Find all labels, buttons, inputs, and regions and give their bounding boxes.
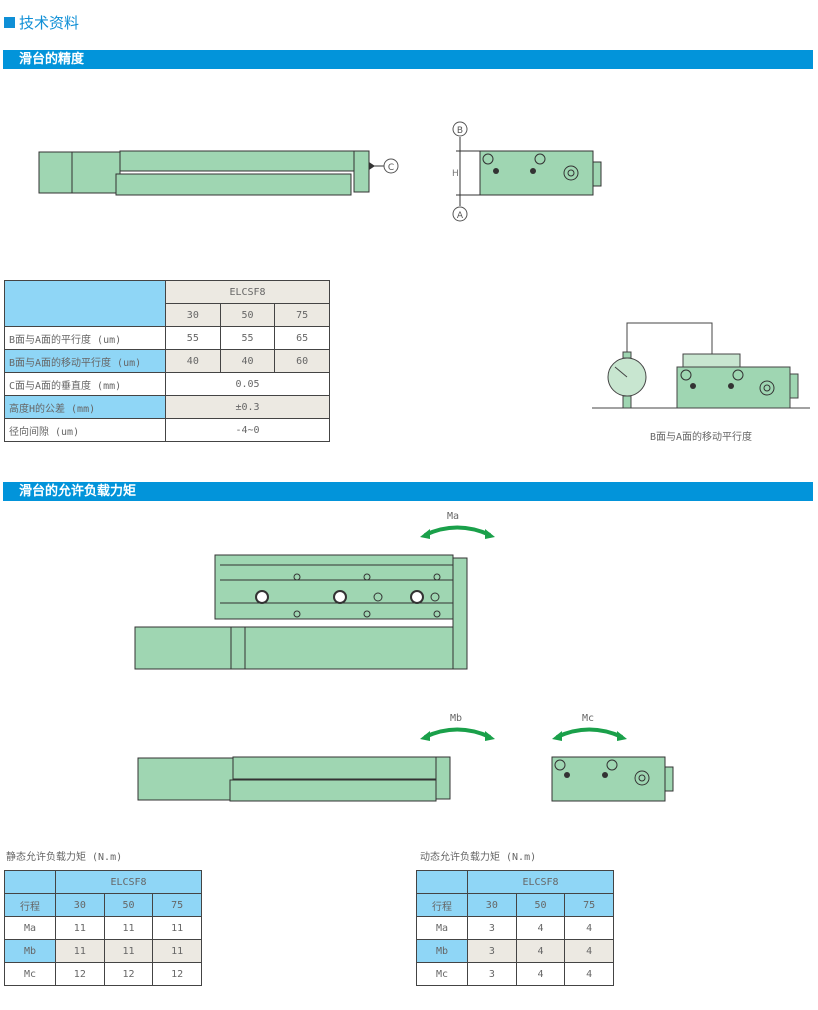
cell: 4 [515, 939, 566, 963]
table-row: Mc 3 4 4 [416, 962, 614, 986]
table-corner [416, 870, 468, 894]
row-label: 高度H的公差 (mm) [4, 395, 166, 419]
cell: 11 [152, 939, 202, 963]
cell: 4 [515, 916, 566, 940]
section-header-moment: 滑台的允许负载力矩 [3, 482, 813, 501]
stroke-header: 30 [467, 893, 517, 917]
table-row: B面与A面的平行度 (um) 55 55 65 [4, 326, 330, 350]
stroke-header: 50 [515, 893, 566, 917]
ma-label: Ma [447, 511, 460, 522]
row-label: B面与A面的平行度 (um) [4, 326, 166, 350]
stroke-header: 30 [55, 893, 105, 917]
table-row: Ma 3 4 4 [416, 916, 614, 940]
cell: 11 [152, 916, 202, 940]
c-surface-label: C [388, 163, 394, 173]
cell: 40 [219, 349, 276, 373]
row-label: Ma [4, 916, 56, 940]
row-label: Mc [416, 962, 468, 986]
model-header: ELCSF8 [165, 280, 330, 304]
stroke-header: 50 [103, 893, 154, 917]
cell: 4 [515, 962, 566, 986]
table-row: 高度H的公差 (mm) ±0.3 [4, 395, 330, 419]
mc-arrow-icon [552, 727, 627, 741]
cell: 40 [165, 349, 221, 373]
slide-end-view-diagram-2 [551, 756, 674, 802]
table-corner [4, 870, 56, 894]
ma-arrow-icon [420, 525, 495, 539]
row-label: C面与A面的垂直度 (mm) [4, 372, 166, 396]
slide-side-view-diagram-2 [137, 756, 451, 802]
model-header: ELCSF8 [467, 870, 614, 894]
dynamic-table-caption: 动态允许负载力矩 (N.m) [420, 852, 537, 863]
row-label: Mb [4, 939, 56, 963]
cell: 3 [467, 916, 517, 940]
stroke-header: 50 [219, 303, 276, 327]
stroke-label: 行程 [416, 893, 468, 917]
title-square-icon [4, 17, 15, 28]
table-row: 径向间隙 (um) -4~0 [4, 418, 330, 442]
slide-top-view-diagram [134, 554, 468, 670]
cell: 0.05 [165, 372, 330, 396]
stroke-header: 75 [274, 303, 330, 327]
mc-label: Mc [582, 713, 595, 724]
cell: 4 [564, 916, 614, 940]
a-surface-label: A [457, 211, 464, 221]
table-row: B面与A面的移动平行度 (um) 40 40 60 [4, 349, 330, 373]
table-row: C面与A面的垂直度 (mm) 0.05 [4, 372, 330, 396]
cell: 11 [55, 939, 105, 963]
cell: 4 [564, 939, 614, 963]
page-title: 技术资料 [4, 12, 79, 33]
cell: -4~0 [165, 418, 330, 442]
cell: 12 [103, 962, 154, 986]
cell: ±0.3 [165, 395, 330, 419]
stroke-header: 75 [564, 893, 614, 917]
cell: 55 [165, 326, 221, 350]
end-block [38, 151, 73, 194]
row-label: Ma [416, 916, 468, 940]
row-label: Mc [4, 962, 56, 986]
table-row: Mc 12 12 12 [4, 962, 202, 986]
table-row: Ma 11 11 11 [4, 916, 202, 940]
page-title-text: 技术资料 [19, 14, 80, 32]
mb-label: Mb [450, 713, 463, 724]
stroke-header: 30 [165, 303, 221, 327]
cell: 4 [564, 962, 614, 986]
model-header: ELCSF8 [55, 870, 202, 894]
cell: 3 [467, 962, 517, 986]
row-label: Mb [416, 939, 468, 963]
measure-caption: B面与A面的移动平行度 [650, 432, 753, 443]
cell: 12 [152, 962, 202, 986]
stroke-label: 行程 [4, 893, 56, 917]
static-moment-table: ELCSF8 行程 30 50 75 Ma 11 11 11 Mb 11 11 … [4, 870, 202, 986]
slide-side-view-diagram: C [38, 150, 399, 196]
accuracy-table: ELCSF8 30 50 75 B面与A面的平行度 (um) 55 55 65 … [4, 280, 330, 442]
table-corner [4, 280, 166, 327]
row-label: B面与A面的移动平行度 (um) [4, 349, 166, 373]
cell: 11 [55, 916, 105, 940]
cell: 55 [219, 326, 276, 350]
table-row: Mb 3 4 4 [416, 939, 614, 963]
cell: 60 [274, 349, 330, 373]
cell: 11 [103, 939, 154, 963]
dynamic-moment-table: ELCSF8 行程 30 50 75 Ma 3 4 4 Mb 3 4 4 Mc … [416, 870, 614, 986]
mb-arrow-icon [420, 727, 495, 741]
h-dimension-label: H [452, 169, 459, 179]
row-label: 径向间隙 (um) [4, 418, 166, 442]
table-row: Mb 11 11 11 [4, 939, 202, 963]
cell: 3 [467, 939, 517, 963]
b-surface-label: B [457, 126, 463, 136]
static-table-caption: 静态允许负载力矩 (N.m) [6, 852, 123, 863]
section-header-accuracy: 滑台的精度 [3, 50, 813, 69]
cell: 12 [55, 962, 105, 986]
slide-end-view-diagram: B A H [452, 121, 602, 222]
cell: 65 [274, 326, 330, 350]
stroke-header: 75 [152, 893, 202, 917]
measurement-diagram [592, 322, 810, 409]
cell: 11 [103, 916, 154, 940]
